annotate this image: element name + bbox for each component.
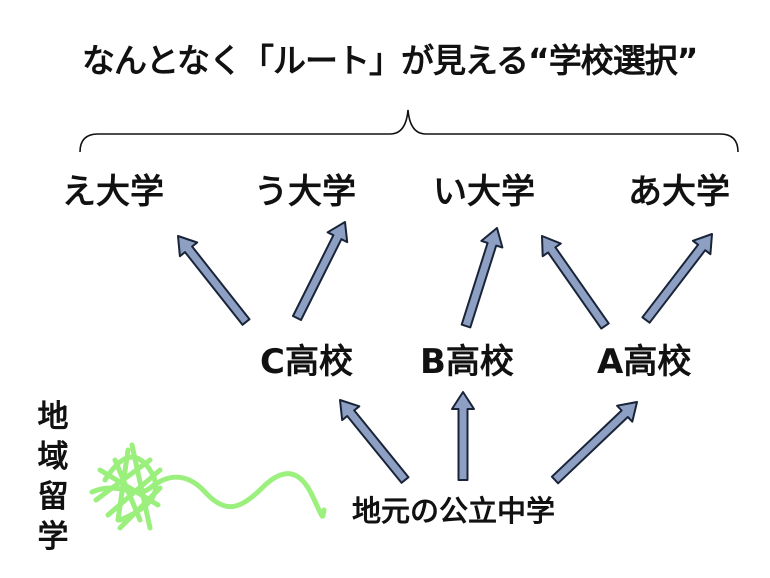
arrow-origin-to-b [451, 391, 475, 481]
green-scribble [89, 442, 327, 531]
high-school-b: B高校 [420, 342, 514, 382]
curly-brace [79, 109, 739, 153]
high-school-a: A高校 [597, 342, 692, 382]
arrow-b-to-i [460, 227, 504, 329]
side-label-char: 学 [37, 519, 69, 555]
university-e: え大学 [62, 172, 164, 212]
arrow-c-to-u [292, 221, 349, 321]
page-title: なんとなく「ルート」が見える“学校選択” [82, 41, 698, 80]
university-a: あ大学 [628, 172, 730, 212]
side-label-char: 地 [37, 399, 69, 435]
side-label-char: 域 [37, 439, 69, 475]
university-u: う大学 [254, 172, 356, 212]
side-label-char: 留 [37, 479, 69, 515]
arrow-a-to-i [541, 235, 610, 330]
high-school-c: C高校 [260, 342, 353, 382]
arrow-origin-to-a [550, 401, 638, 485]
arrow-a-to-a [641, 233, 713, 324]
university-i: い大学 [433, 172, 535, 212]
arrow-origin-to-c [339, 399, 410, 484]
side-label-vertical: 地 域 留 学 [33, 397, 73, 557]
route-arrows [177, 221, 713, 485]
arrow-c-to-e [177, 235, 251, 326]
origin-junior-high: 地元の公立中学 [352, 494, 556, 528]
